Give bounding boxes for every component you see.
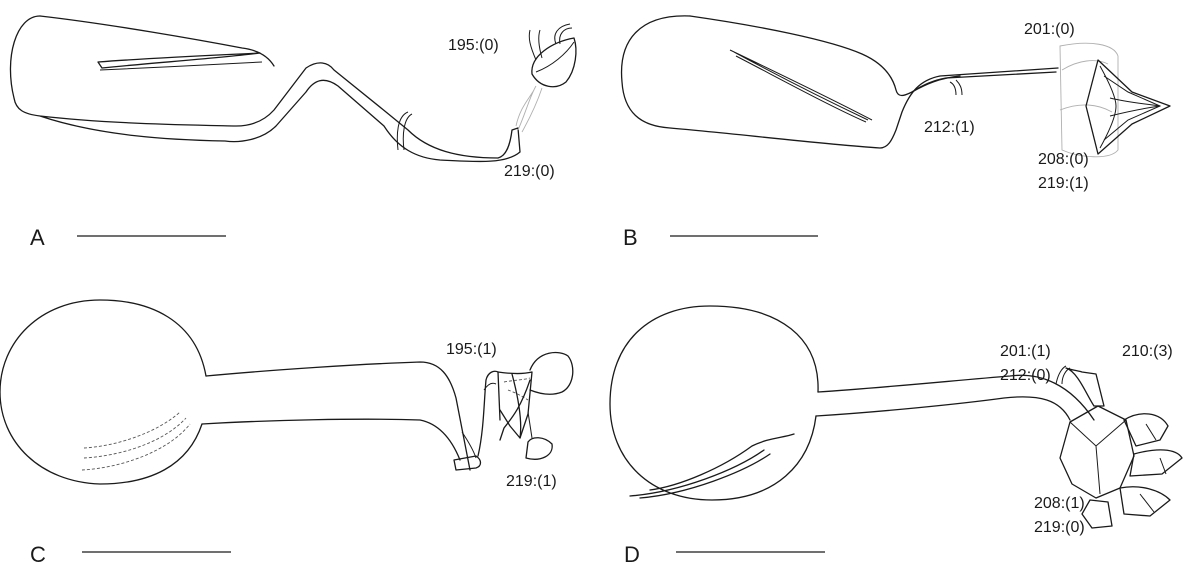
panel-d-drawing	[610, 306, 1182, 528]
annotation-208-0: 208:(0)	[1038, 151, 1089, 168]
annotation-201-1: 201:(1)	[1000, 343, 1051, 360]
annotation-210-3: 210:(3)	[1122, 343, 1173, 360]
panel-label-a: A	[30, 225, 45, 250]
panel-label-c: C	[30, 542, 46, 567]
annotation-212-0: 212:(0)	[1000, 367, 1051, 384]
annotation-201-0: 201:(0)	[1024, 21, 1075, 38]
panel-b: 201:(0) 212:(1) 208:(0) 219:(1) B	[622, 16, 1170, 250]
panel-label-d: D	[624, 542, 640, 567]
annotation-195-1: 195:(1)	[446, 341, 497, 358]
panel-b-drawing	[622, 16, 1170, 157]
panel-a: 195:(0) 219:(0) A	[10, 16, 575, 250]
annotation-219-1: 219:(1)	[506, 473, 557, 490]
annotation-219-1: 219:(1)	[1038, 175, 1089, 192]
annotation-219-0-d: 219:(0)	[1034, 519, 1085, 536]
annotation-219-0: 219:(0)	[504, 163, 555, 180]
annotation-195-0: 195:(0)	[448, 37, 499, 54]
annotation-212-1: 212:(1)	[924, 119, 975, 136]
panel-c: 195:(1) 219:(1) C	[0, 300, 573, 567]
panel-c-drawing	[0, 300, 573, 484]
panel-label-b: B	[623, 225, 638, 250]
panel-d: 201:(1) 212:(0) 210:(3) 208:(1) 219:(0) …	[610, 306, 1182, 567]
annotation-208-1: 208:(1)	[1034, 495, 1085, 512]
